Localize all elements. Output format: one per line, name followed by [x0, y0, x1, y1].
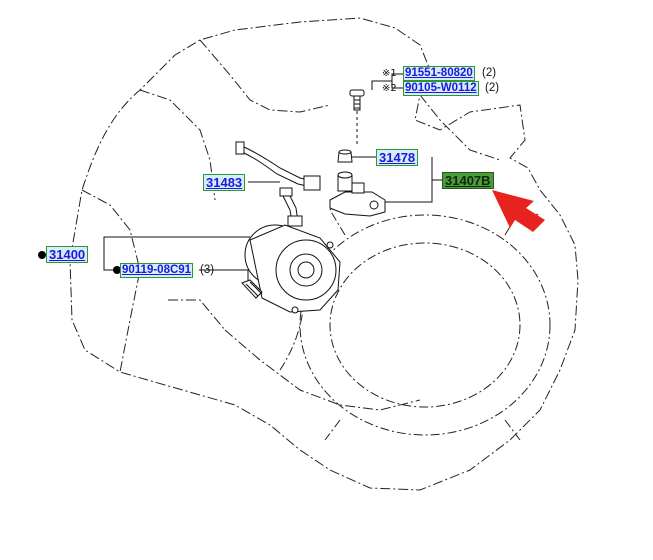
housing-ribs — [279, 194, 551, 441]
part-link-31407B[interactable]: 31407B — [442, 172, 494, 189]
red-arrow-icon — [492, 190, 545, 232]
bullet-90119-icon — [113, 266, 121, 274]
part-link-31400[interactable]: 31400 — [46, 246, 89, 263]
leader-lines — [103, 73, 442, 285]
release-tube-icon — [235, 141, 321, 227]
housing-outline — [69, 17, 579, 491]
release-cylinder-icon — [244, 224, 341, 314]
bolt-icon — [349, 89, 365, 111]
part-link-90105-W0112[interactable]: 90105-W0112 — [403, 81, 479, 96]
part-link-31478[interactable]: 31478 — [376, 149, 419, 166]
qty-90105: (2) — [485, 82, 500, 94]
part-link-91551-80820[interactable]: 91551-80820 — [403, 66, 475, 81]
bleeder-cap-icon — [337, 149, 353, 163]
mark-1: ※1 — [382, 68, 397, 79]
qty-90119: (3) — [200, 264, 215, 276]
bullet-31400-icon — [38, 251, 46, 259]
bleeder-plug-icon — [329, 171, 386, 217]
part-link-31483[interactable]: 31483 — [203, 174, 246, 191]
part-link-90119-08C91[interactable]: 90119-08C91 — [120, 263, 194, 278]
mark-2: ※2 — [382, 83, 397, 94]
screw-icon — [241, 279, 263, 299]
qty-91551: (2) — [482, 67, 497, 79]
